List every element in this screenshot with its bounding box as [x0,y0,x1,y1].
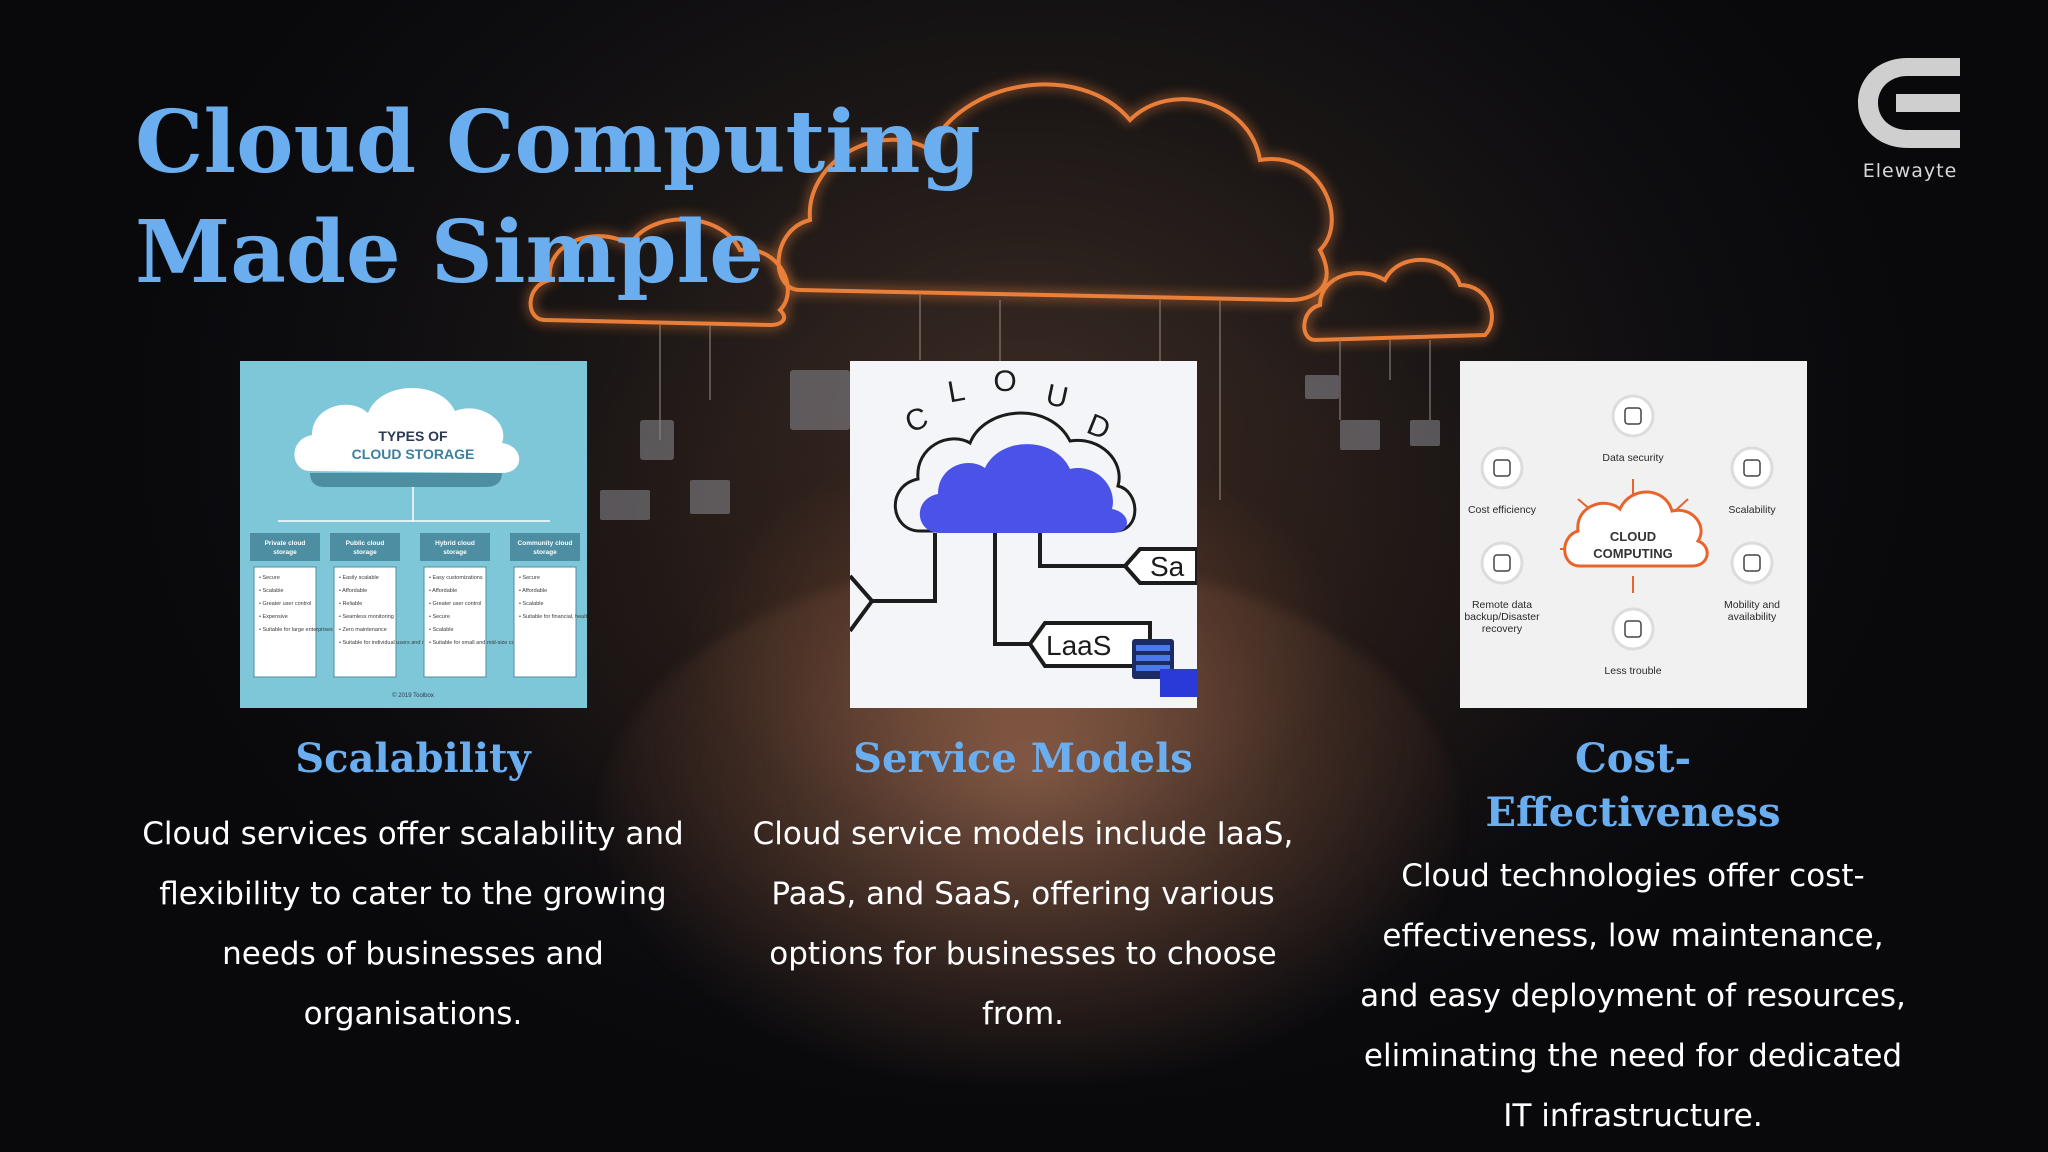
letter-c: C [900,401,932,439]
storage-feature-item: • Easy customizations [429,575,483,581]
storage-feature-item: • Affordable [339,588,367,594]
storage-feature-item: • Greater user control [259,601,311,607]
storage-title-line2: CLOUD STORAGE [351,446,474,462]
storage-type-column: Private cloud storage • Secure • Scalable • … [249,533,333,678]
elewayte-logo: Elewayte [1840,48,1980,188]
storage-feature-item: • Secure [519,575,540,581]
storage-column-header: Hybrid cloud [435,540,475,547]
center-label-line1: CLOUD [1609,529,1655,544]
storage-feature-item: • Suitable for financial, health and leg… [519,614,587,620]
benefit-label: backup/Disaster [1464,611,1540,623]
card-heading: Cost-Effectiveness [1485,735,1781,836]
center-label-line2: COMPUTING [1593,546,1672,561]
mobile-icon [1730,541,1773,585]
benefit-label: Less trouble [1604,665,1661,677]
card-service-models: C L O U D Sa LaaS [743,361,1303,1044]
storage-column-header: storage [533,549,557,556]
card-body: Cloud technologies offer cost-effectiven… [1360,858,1906,1134]
letter-l: L [945,374,967,409]
logo-wordmark: Elewayte [1862,160,1958,182]
storage-column-header: Private cloud [264,540,305,547]
storage-feature-item: • Suitable for small and mid-size compan… [429,640,536,646]
logo-mark-icon [1858,58,1960,148]
storage-title-line1: TYPES OF [378,428,448,444]
storage-feature-item: • Scalable [259,588,284,594]
storage-type-column: Hybrid cloud storage • Easy customizations… [419,533,536,678]
letter-u: U [1042,378,1070,415]
storage-feature-item: • Zero maintenance [339,627,387,633]
storage-type-column: Public cloud storage • Easily scalable • Af… [329,533,471,678]
card-heading: Service Models [853,735,1193,782]
storage-feature-item: • Secure [429,614,450,620]
storage-type-column: Community cloud storage • Secure • Affordab… [509,533,587,678]
letter-o: O [993,365,1016,398]
card-scalability: TYPES OF CLOUD STORAGE Private cloud stor… [133,361,693,1044]
iaas-label: LaaS [1046,630,1111,661]
storage-feature-item: • Affordable [429,588,457,594]
benefit-label: Mobility and [1723,599,1779,611]
tools-icon [1611,607,1654,651]
card-heading: Scalability [295,735,531,782]
saas-label: Sa [1150,551,1185,582]
storage-feature-item: • Greater user control [429,601,481,607]
storage-feature-item: • Scalable [519,601,544,607]
storage-cloud-icon [294,387,519,487]
chart-icon [1730,446,1773,490]
slide-title: Cloud Computing Made Simple [135,92,981,303]
storage-feature-item: • Reliable [339,601,362,607]
benefit-label: Data security [1602,452,1664,464]
server-icon [1480,541,1523,585]
storage-column-header: Public cloud [345,540,384,547]
storage-feature-item: • Expensive [259,614,288,620]
storage-column-header: storage [273,549,297,556]
storage-feature-item: • Secure [259,575,280,581]
models-cloud-icon [893,411,1136,533]
storage-column-header: storage [443,549,467,556]
lock-icon [1611,394,1654,438]
benefit-label: Remote data [1471,599,1531,611]
service-models-image: C L O U D Sa LaaS [849,361,1197,708]
storage-column-header: Community cloud [517,540,572,547]
benefit-label: Scalability [1728,504,1776,516]
storage-feature-item: • Seamless monitoring [339,614,394,620]
storage-column-header: storage [353,549,377,556]
storage-feature-item: • Easily scalable [339,575,379,581]
server-rack-icon [1131,639,1197,697]
benefit-label: recovery [1481,623,1522,635]
benefit-label: availability [1727,611,1776,623]
storage-feature-item: • Suitable for individual users and mid-… [339,640,471,646]
glow-cloud-right [1302,257,1494,343]
card-body: Cloud services offer scalability and fle… [142,816,684,1032]
card-body: Cloud service models include IaaS, PaaS,… [752,816,1294,1032]
cloud-storage-image: TYPES OF CLOUD STORAGE Private cloud stor… [239,361,587,708]
benefit-label: Cost efficiency [1467,504,1536,516]
center-cloud-icon [1562,490,1708,568]
storage-feature-item: • Suitable for large enterprises [259,627,333,633]
storage-feature-item: • Affordable [519,588,547,594]
storage-feature-item: • Scalable [429,627,454,633]
coins-icon [1480,446,1523,490]
storage-footer: © 2019 Toolbox [392,692,434,699]
